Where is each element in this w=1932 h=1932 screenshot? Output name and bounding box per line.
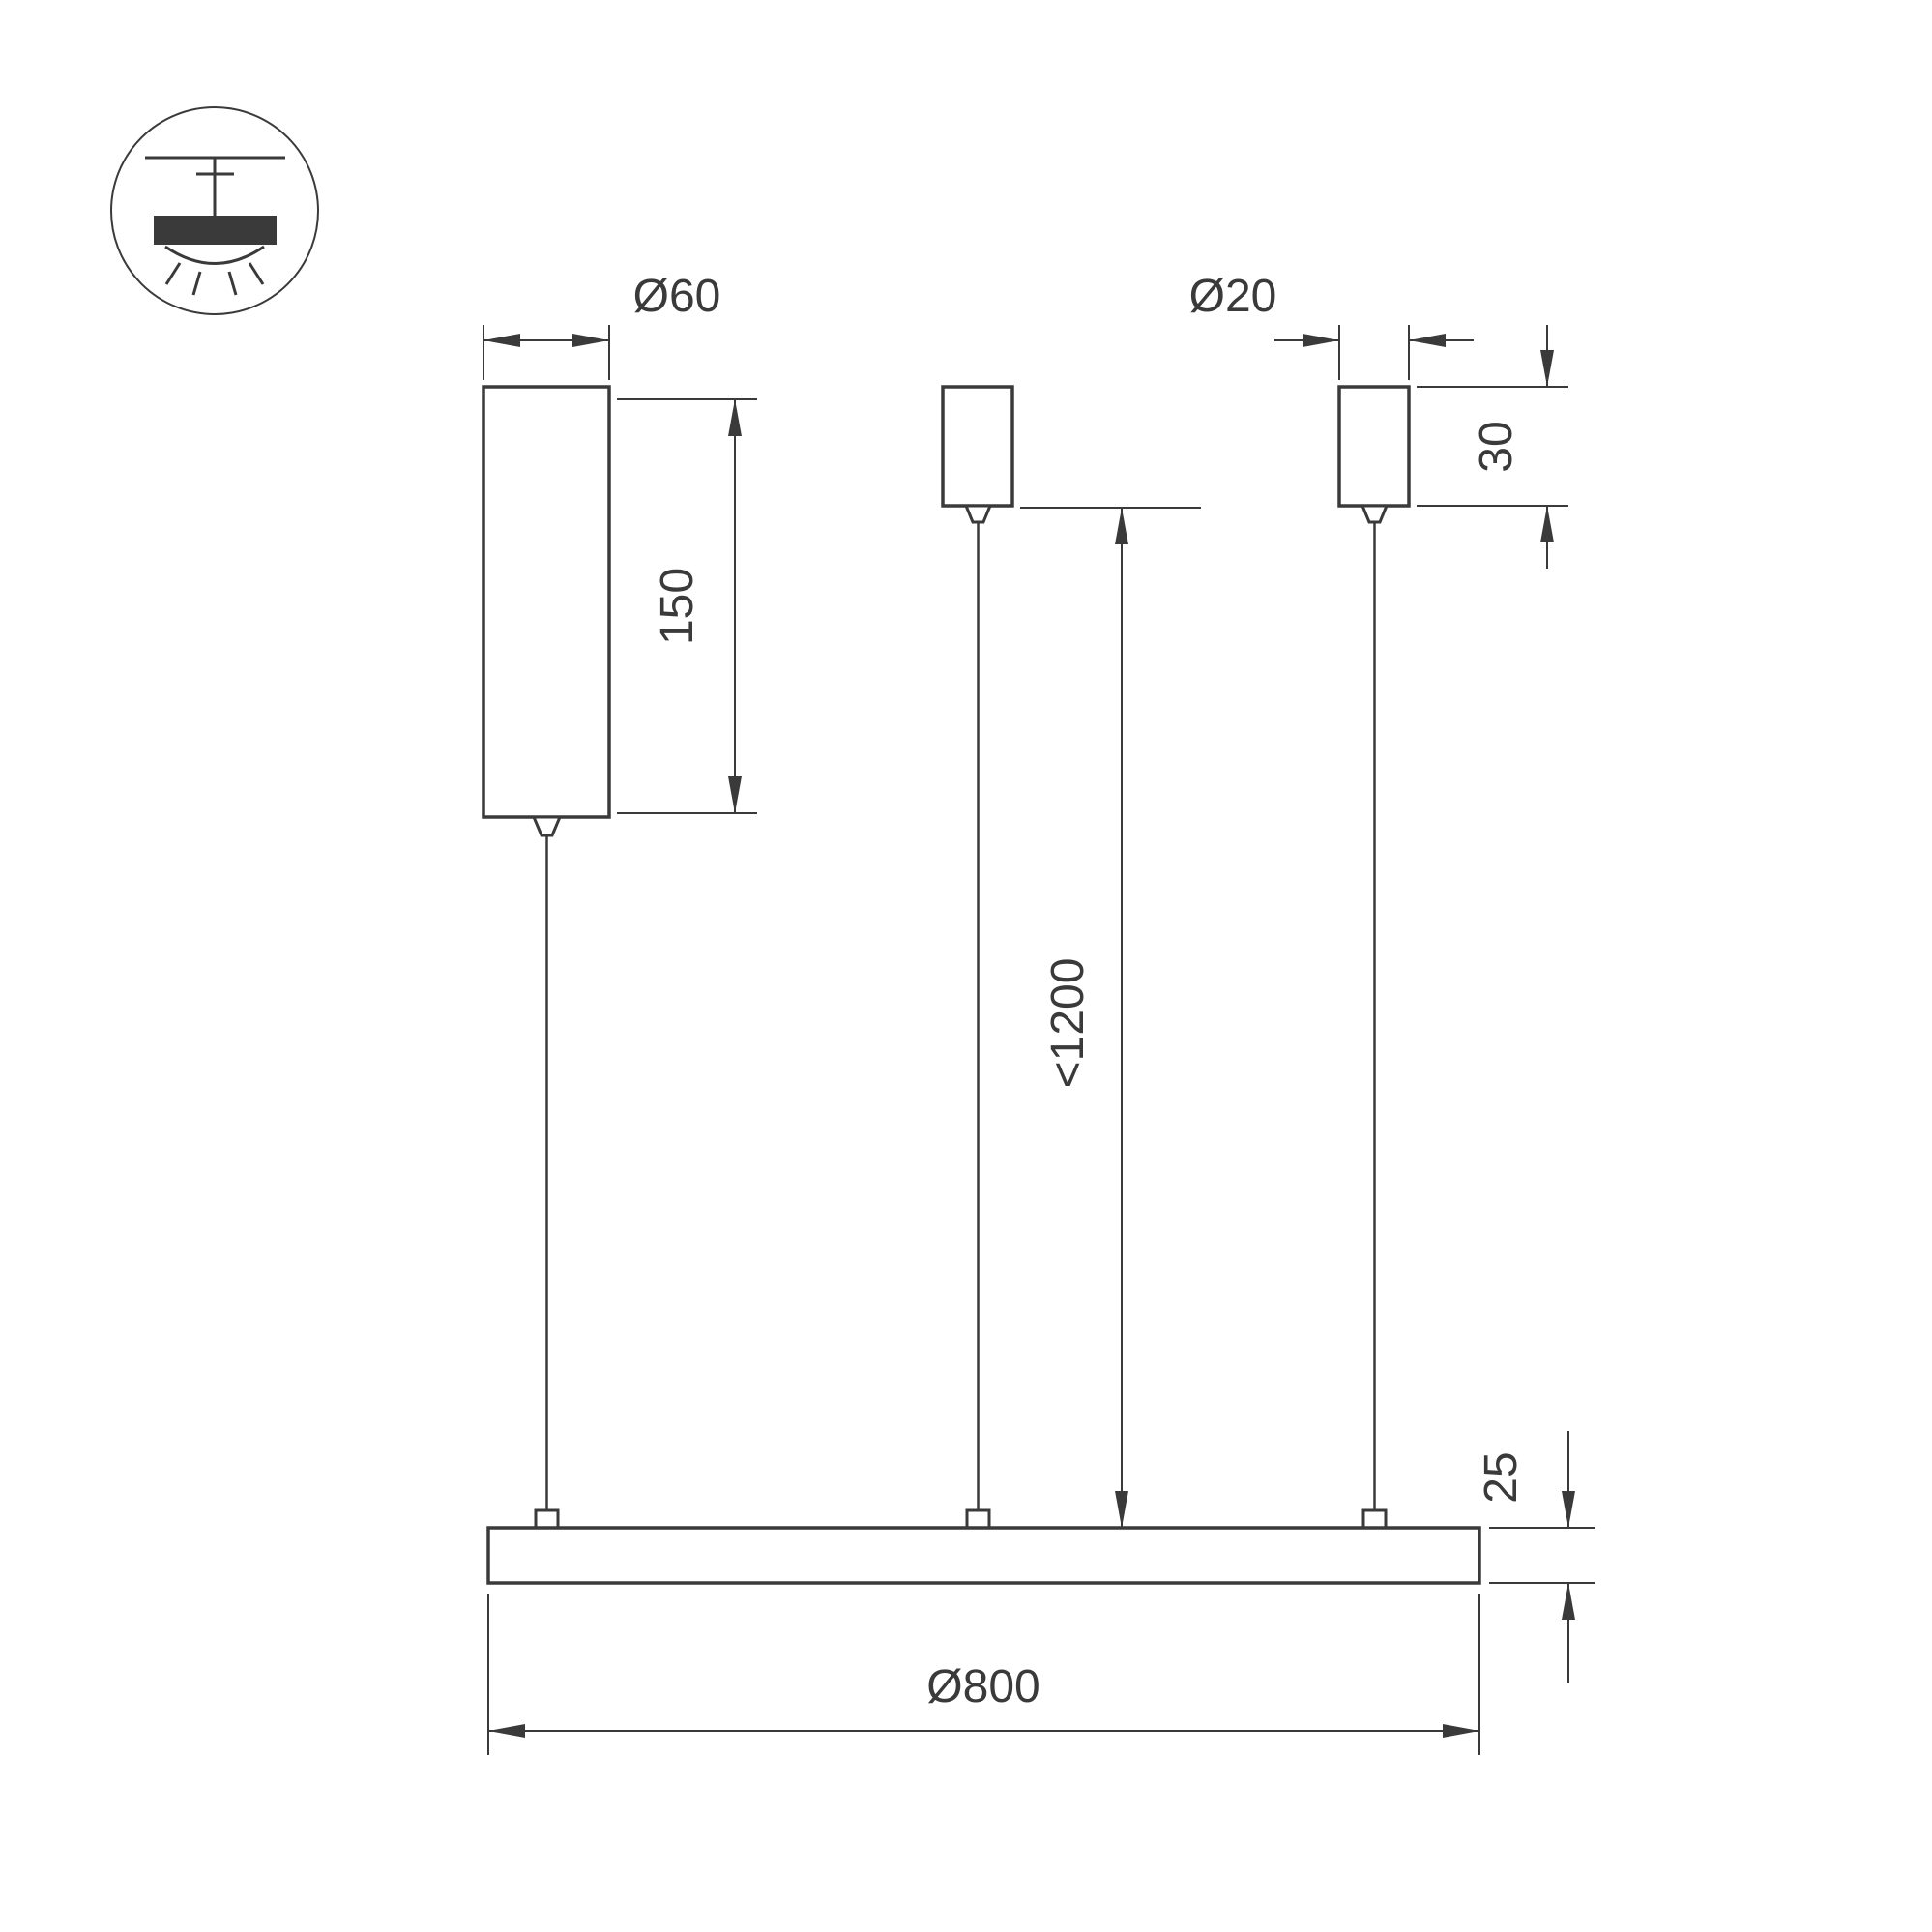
canopy-middle xyxy=(941,385,1014,1530)
light-ray-icon xyxy=(191,271,202,296)
arrowhead xyxy=(728,399,742,436)
driver-canopy xyxy=(482,385,611,1530)
wire-terminal-right xyxy=(1361,1508,1388,1530)
ring-profile-outline xyxy=(486,1526,1481,1585)
dim-label-suspension-length: <1200 xyxy=(1042,958,1094,1089)
arrowhead xyxy=(1115,508,1128,544)
arrowhead xyxy=(1443,1724,1479,1738)
arrowhead xyxy=(1540,350,1554,387)
badge-circle xyxy=(110,106,319,315)
dim-canopy-diameter: Ø20 xyxy=(1189,271,1474,380)
dim-ring-diameter: Ø800 xyxy=(487,1594,1480,1755)
dim-suspension-length: <1200 xyxy=(1020,507,1201,1528)
dim-label-driver-diameter: Ø60 xyxy=(633,271,721,322)
driver-cord-grip xyxy=(531,815,563,837)
dim-label-driver-height: 150 xyxy=(652,568,703,645)
dim-label-ring-diameter: Ø800 xyxy=(926,1661,1039,1712)
arrowhead xyxy=(488,1724,525,1738)
dim-label-canopy-diameter: Ø20 xyxy=(1189,271,1277,322)
arrowhead xyxy=(1303,334,1339,347)
dim-driver-height: 150 xyxy=(617,398,757,814)
dim-canopy-height: 30 xyxy=(1417,325,1568,569)
arrowhead xyxy=(1409,334,1446,347)
dim-label-ring-height: 25 xyxy=(1476,1451,1527,1503)
canopy-mid-outline xyxy=(941,385,1014,508)
light-ray-icon xyxy=(227,271,238,296)
light-ray-icon xyxy=(164,262,182,285)
driver-body-outline xyxy=(482,385,611,819)
wire-terminal-middle xyxy=(965,1508,991,1530)
dim-ring-height: 25 xyxy=(1476,1431,1595,1683)
dim-label-canopy-height: 30 xyxy=(1471,421,1522,472)
arrowhead xyxy=(483,334,520,347)
arrowhead xyxy=(1540,506,1554,542)
wire-terminal-left xyxy=(534,1508,560,1530)
lamp-head xyxy=(154,216,277,245)
light-ray-icon xyxy=(248,262,265,285)
ring-profile xyxy=(486,1526,1481,1585)
canopy-right-cord-grip xyxy=(1360,504,1390,524)
canopy-right xyxy=(1337,385,1411,1530)
canopy-mid-cord-grip xyxy=(963,504,993,524)
mount-type-badge xyxy=(110,106,319,315)
arrowhead xyxy=(1115,1491,1128,1528)
arrowhead xyxy=(572,334,609,347)
dim-driver-diameter: Ø60 xyxy=(483,271,720,380)
canopy-right-outline xyxy=(1337,385,1411,508)
arrowhead xyxy=(728,776,742,813)
arrowhead xyxy=(1562,1491,1575,1528)
arrowhead xyxy=(1562,1583,1575,1620)
lamp-shade-arc xyxy=(164,245,265,265)
